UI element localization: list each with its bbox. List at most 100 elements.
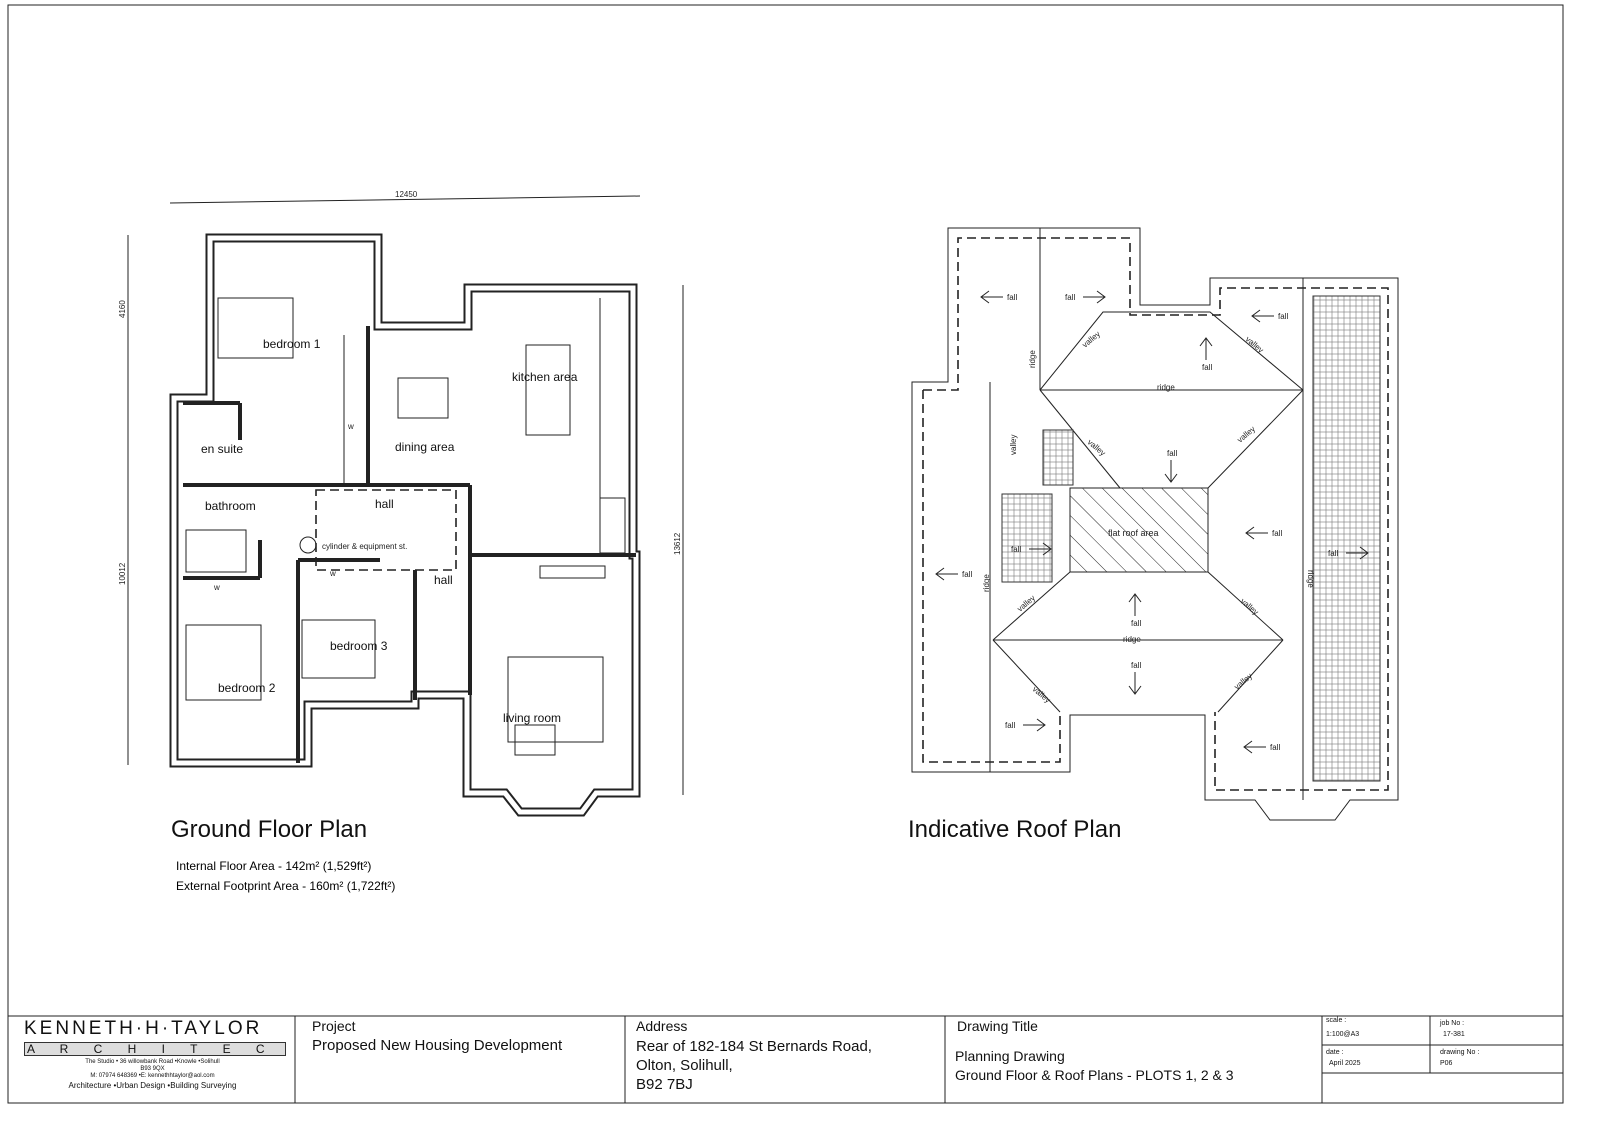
ground-floor-plan: 12450 4160 10012 13612 bbox=[118, 190, 684, 893]
room-label-bedroom-2: bedroom 2 bbox=[218, 681, 276, 695]
room-label-hall: hall bbox=[375, 497, 394, 511]
drawing-title-line: Ground Floor & Roof Plans - PLOTS 1, 2 &… bbox=[955, 1067, 1234, 1083]
site-address: Rear of 182-184 St Bernards Road, Olton,… bbox=[636, 1037, 872, 1094]
job-no: 17-381 bbox=[1443, 1031, 1465, 1038]
title-block-grid bbox=[8, 1015, 1563, 1103]
fall-arrow-icon bbox=[1245, 526, 1268, 540]
address-postcode: B93 9QX bbox=[140, 1066, 165, 1072]
fall-arrow-icon bbox=[1128, 593, 1142, 616]
logo-architecture: A R C H I T E C T U R E bbox=[24, 1042, 286, 1056]
drawing-no-label: drawing No : bbox=[1440, 1049, 1480, 1056]
roof-fall-label: fall bbox=[1007, 293, 1017, 302]
fall-arrow-icon bbox=[1023, 718, 1046, 732]
project-label: Project bbox=[312, 1018, 356, 1034]
room-label-dining: dining area bbox=[395, 440, 455, 454]
wardrobe-label: w bbox=[213, 583, 220, 592]
fall-arrow-icon bbox=[1128, 672, 1142, 695]
project-name: Proposed New Housing Development bbox=[312, 1037, 563, 1054]
room-label-bathroom: bathroom bbox=[205, 499, 256, 513]
sheet-border bbox=[7, 4, 1564, 1104]
dimension-left-lower: 10012 bbox=[118, 562, 127, 585]
internal-floor-area: Internal Floor Area - 142m² (1,529ft²) bbox=[176, 859, 371, 873]
solar-panels bbox=[1042, 429, 1074, 486]
fall-arrow-icon bbox=[935, 567, 958, 581]
roof-valley-label: valley bbox=[1081, 329, 1102, 349]
drawing-title-label: Drawing Title bbox=[957, 1018, 1038, 1034]
solar-panels bbox=[1001, 493, 1053, 583]
scale-value: 1:100@A3 bbox=[1326, 1031, 1360, 1038]
roof-valley-label: valley bbox=[1239, 597, 1260, 617]
roof-fall-label: fall bbox=[1270, 743, 1280, 752]
hall-store-dashed bbox=[315, 489, 457, 571]
job-no-label: job No : bbox=[1440, 1020, 1465, 1027]
external-footprint-area: External Footprint Area - 160m² (1,722ft… bbox=[176, 879, 395, 893]
kitchen-island bbox=[525, 344, 571, 436]
roof-fall-label: fall bbox=[1328, 549, 1338, 558]
dimension-right: 13612 bbox=[673, 532, 682, 555]
site-address-line: Rear of 182-184 St Bernards Road, bbox=[636, 1038, 872, 1055]
practice-address: The Studio • 36 willowbank Road •Knowle … bbox=[20, 1059, 285, 1091]
room-label-hall-2: hall bbox=[434, 573, 453, 587]
roof-valley-label: valley bbox=[1031, 685, 1052, 705]
roof-fall-label: fall bbox=[1005, 721, 1015, 730]
tv-unit bbox=[539, 565, 606, 579]
roof-fall-label: fall bbox=[1272, 529, 1282, 538]
wardrobe-label: w bbox=[347, 422, 354, 431]
cylinder bbox=[299, 536, 317, 554]
fall-arrow-icon bbox=[1164, 460, 1178, 483]
flat-roof-label: flat roof area bbox=[1108, 528, 1159, 538]
roof-plan: flat roof area fall fall fall fall fall fall f… bbox=[908, 227, 1399, 843]
date-label: date : bbox=[1326, 1049, 1344, 1056]
bath bbox=[185, 529, 247, 573]
room-label-living: living room bbox=[503, 711, 561, 725]
roof-ridge-label: ridge bbox=[1157, 383, 1175, 392]
roof-fall-label: fall bbox=[1167, 449, 1177, 458]
fall-arrow-icon bbox=[1243, 740, 1266, 754]
room-label-en-suite: en suite bbox=[201, 442, 243, 456]
room-label-bedroom-3: bedroom 3 bbox=[330, 639, 388, 653]
drawing-title-line: Planning Drawing bbox=[955, 1048, 1065, 1064]
site-address-line: Olton, Solihull, bbox=[636, 1057, 733, 1074]
bed-3 bbox=[301, 619, 376, 679]
dimension-line-width bbox=[169, 195, 641, 204]
internal-walls bbox=[183, 298, 636, 763]
contact-details: M: 07974 648369 •E: kennethhtaylor@aol.c… bbox=[90, 1073, 215, 1079]
roof-fall-label: fall bbox=[1011, 545, 1021, 554]
fall-arrow-icon bbox=[1199, 337, 1213, 360]
wardrobe-label: w bbox=[329, 569, 336, 578]
roof-ridge-label: ridge bbox=[982, 574, 991, 592]
address-label: Address bbox=[636, 1018, 688, 1034]
date-value: April 2025 bbox=[1329, 1060, 1361, 1067]
bed-1 bbox=[217, 297, 294, 359]
roof-lines bbox=[989, 228, 1304, 800]
dimension-width: 12450 bbox=[395, 190, 418, 199]
roof-valley-label: valley bbox=[1244, 335, 1265, 355]
roof-fall-label: fall bbox=[962, 570, 972, 579]
roof-ridge-label: ridge bbox=[1028, 350, 1037, 368]
fall-arrow-icon bbox=[1029, 542, 1052, 556]
roof-ridge-label: ridge bbox=[1123, 635, 1141, 644]
room-label-cylinder-store: cylinder & equipment st. bbox=[322, 542, 407, 551]
gutter-line bbox=[923, 237, 1389, 791]
roof-valley-label: valley bbox=[1086, 438, 1107, 458]
dimension-left-upper: 4160 bbox=[118, 300, 127, 318]
bed-2 bbox=[185, 624, 262, 701]
room-label-kitchen: kitchen area bbox=[512, 370, 578, 384]
address-line: The Studio • 36 willowbank Road •Knowle … bbox=[85, 1059, 220, 1065]
roof-ridge-label: ridge bbox=[1306, 570, 1315, 588]
fall-arrow-icon bbox=[1346, 546, 1369, 560]
roof-valley-label: valley bbox=[1009, 435, 1018, 455]
dining-table bbox=[397, 377, 449, 419]
roof-plan-title: Indicative Roof Plan bbox=[908, 816, 1121, 843]
roof-outline bbox=[911, 227, 1399, 821]
fall-arrow-icon bbox=[980, 290, 1003, 304]
gutter-line bbox=[922, 390, 1061, 763]
roof-fall-label: fall bbox=[1065, 293, 1075, 302]
roof-fall-label: fall bbox=[1131, 661, 1141, 670]
drawing-no: P06 bbox=[1440, 1060, 1453, 1067]
roof-fall-label: fall bbox=[1278, 312, 1288, 321]
services: Architecture •Urban Design •Building Sur… bbox=[68, 1081, 237, 1090]
coffee-table bbox=[514, 724, 556, 756]
scale-label: scale : bbox=[1326, 1017, 1347, 1024]
ground-floor-title: Ground Floor Plan bbox=[171, 816, 367, 843]
